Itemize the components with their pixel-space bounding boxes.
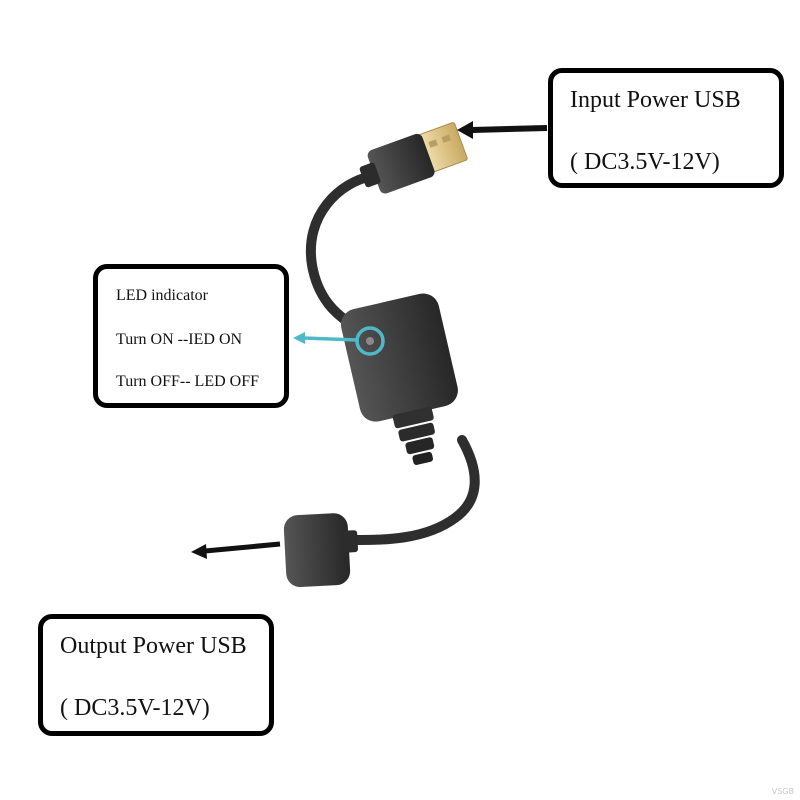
output-arrow <box>204 541 281 554</box>
input-callout-title: Input Power USB <box>570 87 741 113</box>
usb-plug-contact-slot <box>441 134 452 143</box>
input-power-callout: Input Power USB ( DC3.5V-12V) <box>548 68 784 188</box>
module-strain-relief <box>398 422 435 442</box>
led-callout-on-text: Turn ON --IED ON <box>116 331 243 348</box>
output-callout-voltage: ( DC3.5V-12V) <box>60 695 210 721</box>
input-usb-plug <box>359 122 468 194</box>
output-arrowhead <box>191 544 207 559</box>
watermark: VSGB <box>771 787 794 796</box>
output-power-callout: Output Power USB ( DC3.5V-12V) <box>38 614 274 736</box>
socket-strain-relief <box>343 530 359 553</box>
module-housing <box>340 293 458 422</box>
module-strain-relief <box>412 451 433 465</box>
led-callout-off-text: Turn OFF-- LED OFF <box>116 373 259 390</box>
output-usb-socket <box>283 513 359 588</box>
cable-upper <box>305 171 377 327</box>
usb-plug-strain-relief <box>359 162 381 188</box>
led-indicator-callout: LED indicator Turn ON --IED ON Turn OFF-… <box>93 264 289 408</box>
usb-plug-housing <box>367 133 435 194</box>
usb-plug-contact-slot <box>428 139 438 148</box>
input-arrow <box>471 125 548 133</box>
module-strain-relief <box>405 437 435 455</box>
led-pointer-line <box>303 336 358 342</box>
module-strain-relief <box>392 406 434 429</box>
input-arrowhead <box>457 121 473 139</box>
output-callout-title: Output Power USB <box>60 633 247 659</box>
led-pointer-arrowhead <box>293 332 305 344</box>
cable-lower <box>347 435 480 545</box>
led-control-module <box>340 293 458 465</box>
led-light <box>366 337 374 345</box>
led-callout-title: LED indicator <box>116 287 208 304</box>
socket-housing <box>283 513 351 588</box>
input-callout-voltage: ( DC3.5V-12V) <box>570 149 720 175</box>
led-highlight-ring <box>355 326 385 356</box>
